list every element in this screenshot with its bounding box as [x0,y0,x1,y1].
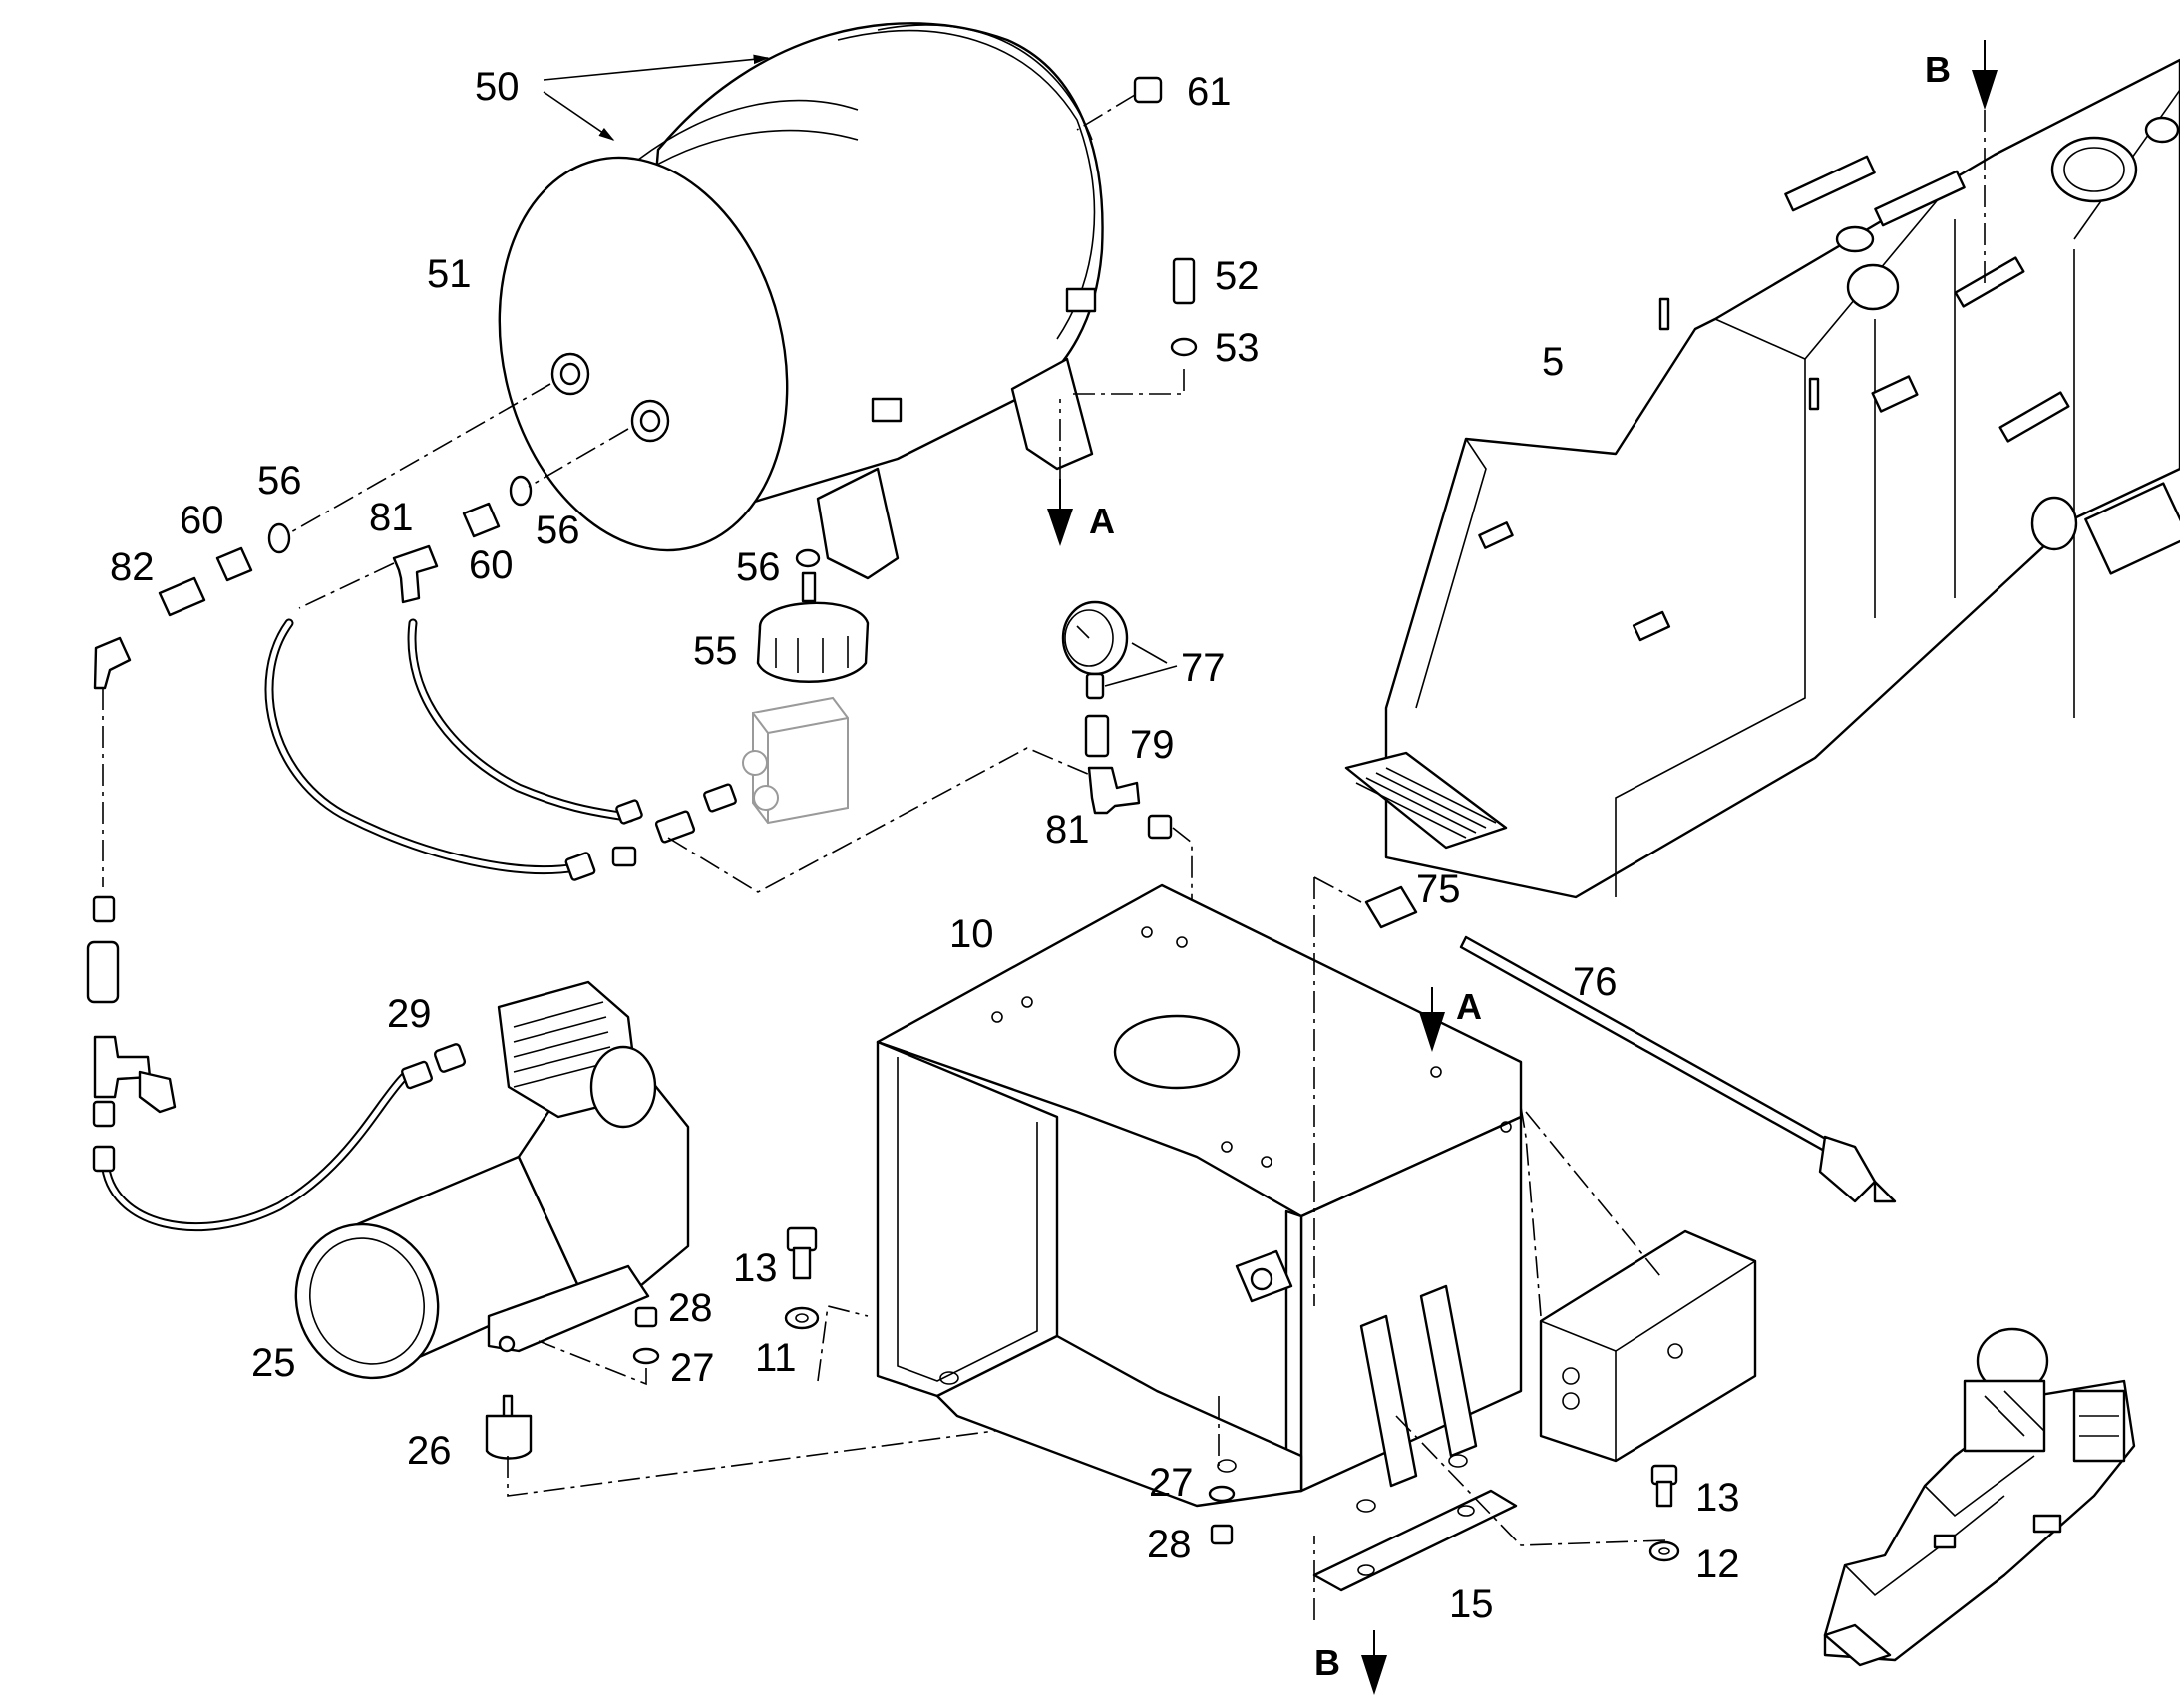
drain-valve-55 [756,548,870,683]
callout-25: 25 [251,1341,296,1385]
callout-27-b: 27 [1149,1461,1194,1505]
callout-13-b: 13 [1695,1476,1740,1520]
callout-labels: 50 61 51 52 53 56 60 81 82 60 56 56 55 7… [110,65,1740,1626]
machine-body-5 [1344,58,2180,899]
callout-76: 76 [1573,960,1618,1004]
leader-lines [543,54,1178,687]
tank-plug-61 [1076,76,1163,131]
callout-60-b: 60 [469,543,514,587]
section-label-a-lower: A [1456,986,1482,1027]
rubber-mount-26 [485,1394,1108,1497]
section-marker-b-upper: B [1925,40,1998,289]
callout-26: 26 [407,1429,452,1473]
bolt-13-left [784,1226,820,1330]
callout-50: 50 [475,65,520,109]
pressure-switch-ghost [742,696,849,825]
callout-77: 77 [1181,646,1226,690]
callout-28-a: 28 [668,1286,713,1330]
pressure-gauge-77 [1061,600,1193,1082]
callout-51: 51 [427,252,472,296]
fitting-75 [1313,876,1418,929]
callout-28-b: 28 [1147,1523,1192,1566]
callout-56-c: 56 [736,545,781,589]
section-label-a-upper: A [1089,501,1115,541]
hoses [100,618,737,1231]
callout-12: 12 [1695,1542,1740,1586]
nut-28-upper [538,1306,660,1386]
section-label-b-lower: B [1314,1642,1340,1683]
rod-76 [1459,935,1897,1203]
callout-56-b: 56 [536,509,580,552]
callout-53: 53 [1215,326,1260,370]
callout-82: 82 [110,545,155,589]
compressor-25 [294,980,690,1380]
callout-5: 5 [1542,340,1564,384]
callout-11: 11 [755,1336,797,1380]
section-marker-a-lower: A [1419,986,1482,1052]
air-tank [498,22,1104,580]
callout-13-a: 13 [733,1246,778,1290]
callout-75: 75 [1416,867,1461,911]
callout-27-a: 27 [670,1346,715,1390]
overview-thumbnail [1823,1327,2136,1667]
bolt-52 [1067,257,1198,395]
callout-29: 29 [387,992,432,1036]
fittings-upper-left [93,383,629,690]
callout-10: 10 [949,912,994,956]
callout-81-b: 81 [1045,808,1090,852]
callout-15: 15 [1449,1582,1494,1626]
plate-15 [1312,1489,1518,1592]
mounting-bracket-10 [876,883,1523,1513]
electrical-box [1520,1106,1757,1463]
callout-79: 79 [1130,723,1175,767]
callout-56-a: 56 [257,459,302,503]
left-fitting-stack [86,688,177,1173]
section-marker-b-lower: B [1314,1630,1387,1695]
callout-55: 55 [693,629,738,673]
callout-60-a: 60 [180,499,224,542]
section-label-b-upper: B [1925,49,1951,90]
nut-28-lower [1208,1485,1236,1545]
bolt-13-right [1648,1464,1680,1562]
callout-81-a: 81 [369,496,414,539]
section-marker-a-upper: A [1047,399,1115,546]
callout-61: 61 [1187,70,1232,114]
callout-52: 52 [1215,254,1260,298]
